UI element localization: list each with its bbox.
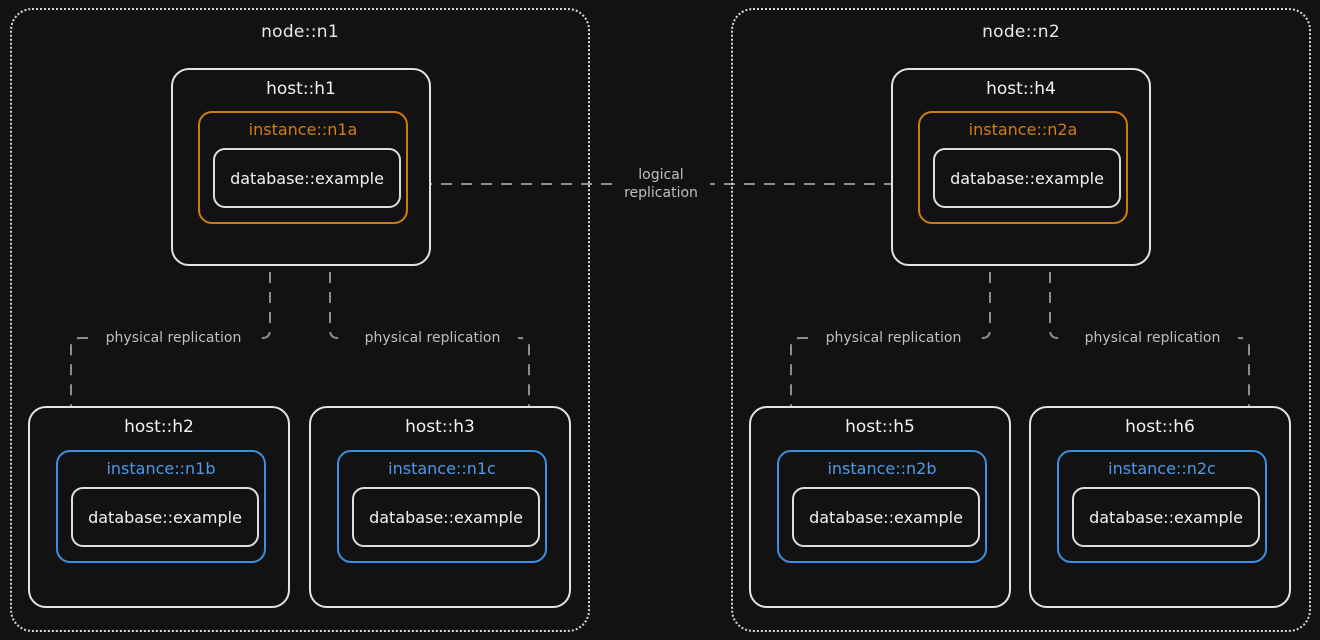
database-box-n2b[interactable]: database::example [792,487,980,547]
host-box-h3[interactable]: host::h3 instance::n1c database::example [309,406,571,608]
instance-label-n2b: instance::n2b [827,459,937,478]
instance-box-n1b[interactable]: instance::n1b database::example [56,450,266,563]
host-label-h5: host::h5 [845,417,915,437]
host-box-h1[interactable]: host::h1 instance::n1a database::example [171,68,431,266]
edge-label-physical-replication-h2: physical replication [88,330,259,348]
database-label-n1a: database::example [230,168,384,188]
host-box-h6[interactable]: host::h6 instance::n2c database::example [1029,406,1291,608]
node-group-n2[interactable]: node::n2 [731,8,1311,632]
edge-label-logical-line1: logical [638,167,684,183]
instance-label-n1a: instance::n1a [248,120,358,139]
instance-label-n1c: instance::n1c [388,459,496,478]
database-label-n2b: database::example [809,507,963,527]
host-label-h6: host::h6 [1125,417,1195,437]
database-box-n1b[interactable]: database::example [71,487,259,547]
database-box-n1a[interactable]: database::example [213,148,401,208]
host-label-h3: host::h3 [405,417,475,437]
host-box-h4[interactable]: host::h4 instance::n2a database::example [891,68,1151,266]
database-box-n2a[interactable]: database::example [933,148,1121,208]
database-label-n2c: database::example [1089,507,1243,527]
edge-label-logical-replication: logical replication [612,166,710,203]
host-box-h2[interactable]: host::h2 instance::n1b database::example [28,406,290,608]
database-label-n1b: database::example [88,507,242,527]
edge-label-physical-replication-h6: physical replication [1067,330,1238,348]
database-label-n2a: database::example [950,168,1104,188]
instance-label-n1b: instance::n1b [106,459,216,478]
host-box-h5[interactable]: host::h5 instance::n2b database::example [749,406,1011,608]
database-box-n1c[interactable]: database::example [352,487,540,547]
host-label-h4: host::h4 [986,79,1056,99]
instance-box-n2c[interactable]: instance::n2c database::example [1057,450,1267,563]
instance-box-n1c[interactable]: instance::n1c database::example [337,450,547,563]
instance-label-n2c: instance::n2c [1108,459,1216,478]
edge-label-physical-replication-h5: physical replication [808,330,979,348]
instance-box-n1a[interactable]: instance::n1a database::example [198,111,408,224]
host-label-h1: host::h1 [266,79,336,99]
instance-box-n2a[interactable]: instance::n2a database::example [918,111,1128,224]
edge-label-logical-line2: replication [624,185,698,202]
edge-label-physical-replication-h3: physical replication [347,330,518,348]
database-label-n1c: database::example [369,507,523,527]
host-label-h2: host::h2 [124,417,194,437]
node-group-n1[interactable]: node::n1 [10,8,590,632]
instance-label-n2a: instance::n2a [968,120,1078,139]
node-label-n2: node::n2 [982,22,1060,42]
database-box-n2c[interactable]: database::example [1072,487,1260,547]
node-label-n1: node::n1 [261,22,339,42]
instance-box-n2b[interactable]: instance::n2b database::example [777,450,987,563]
